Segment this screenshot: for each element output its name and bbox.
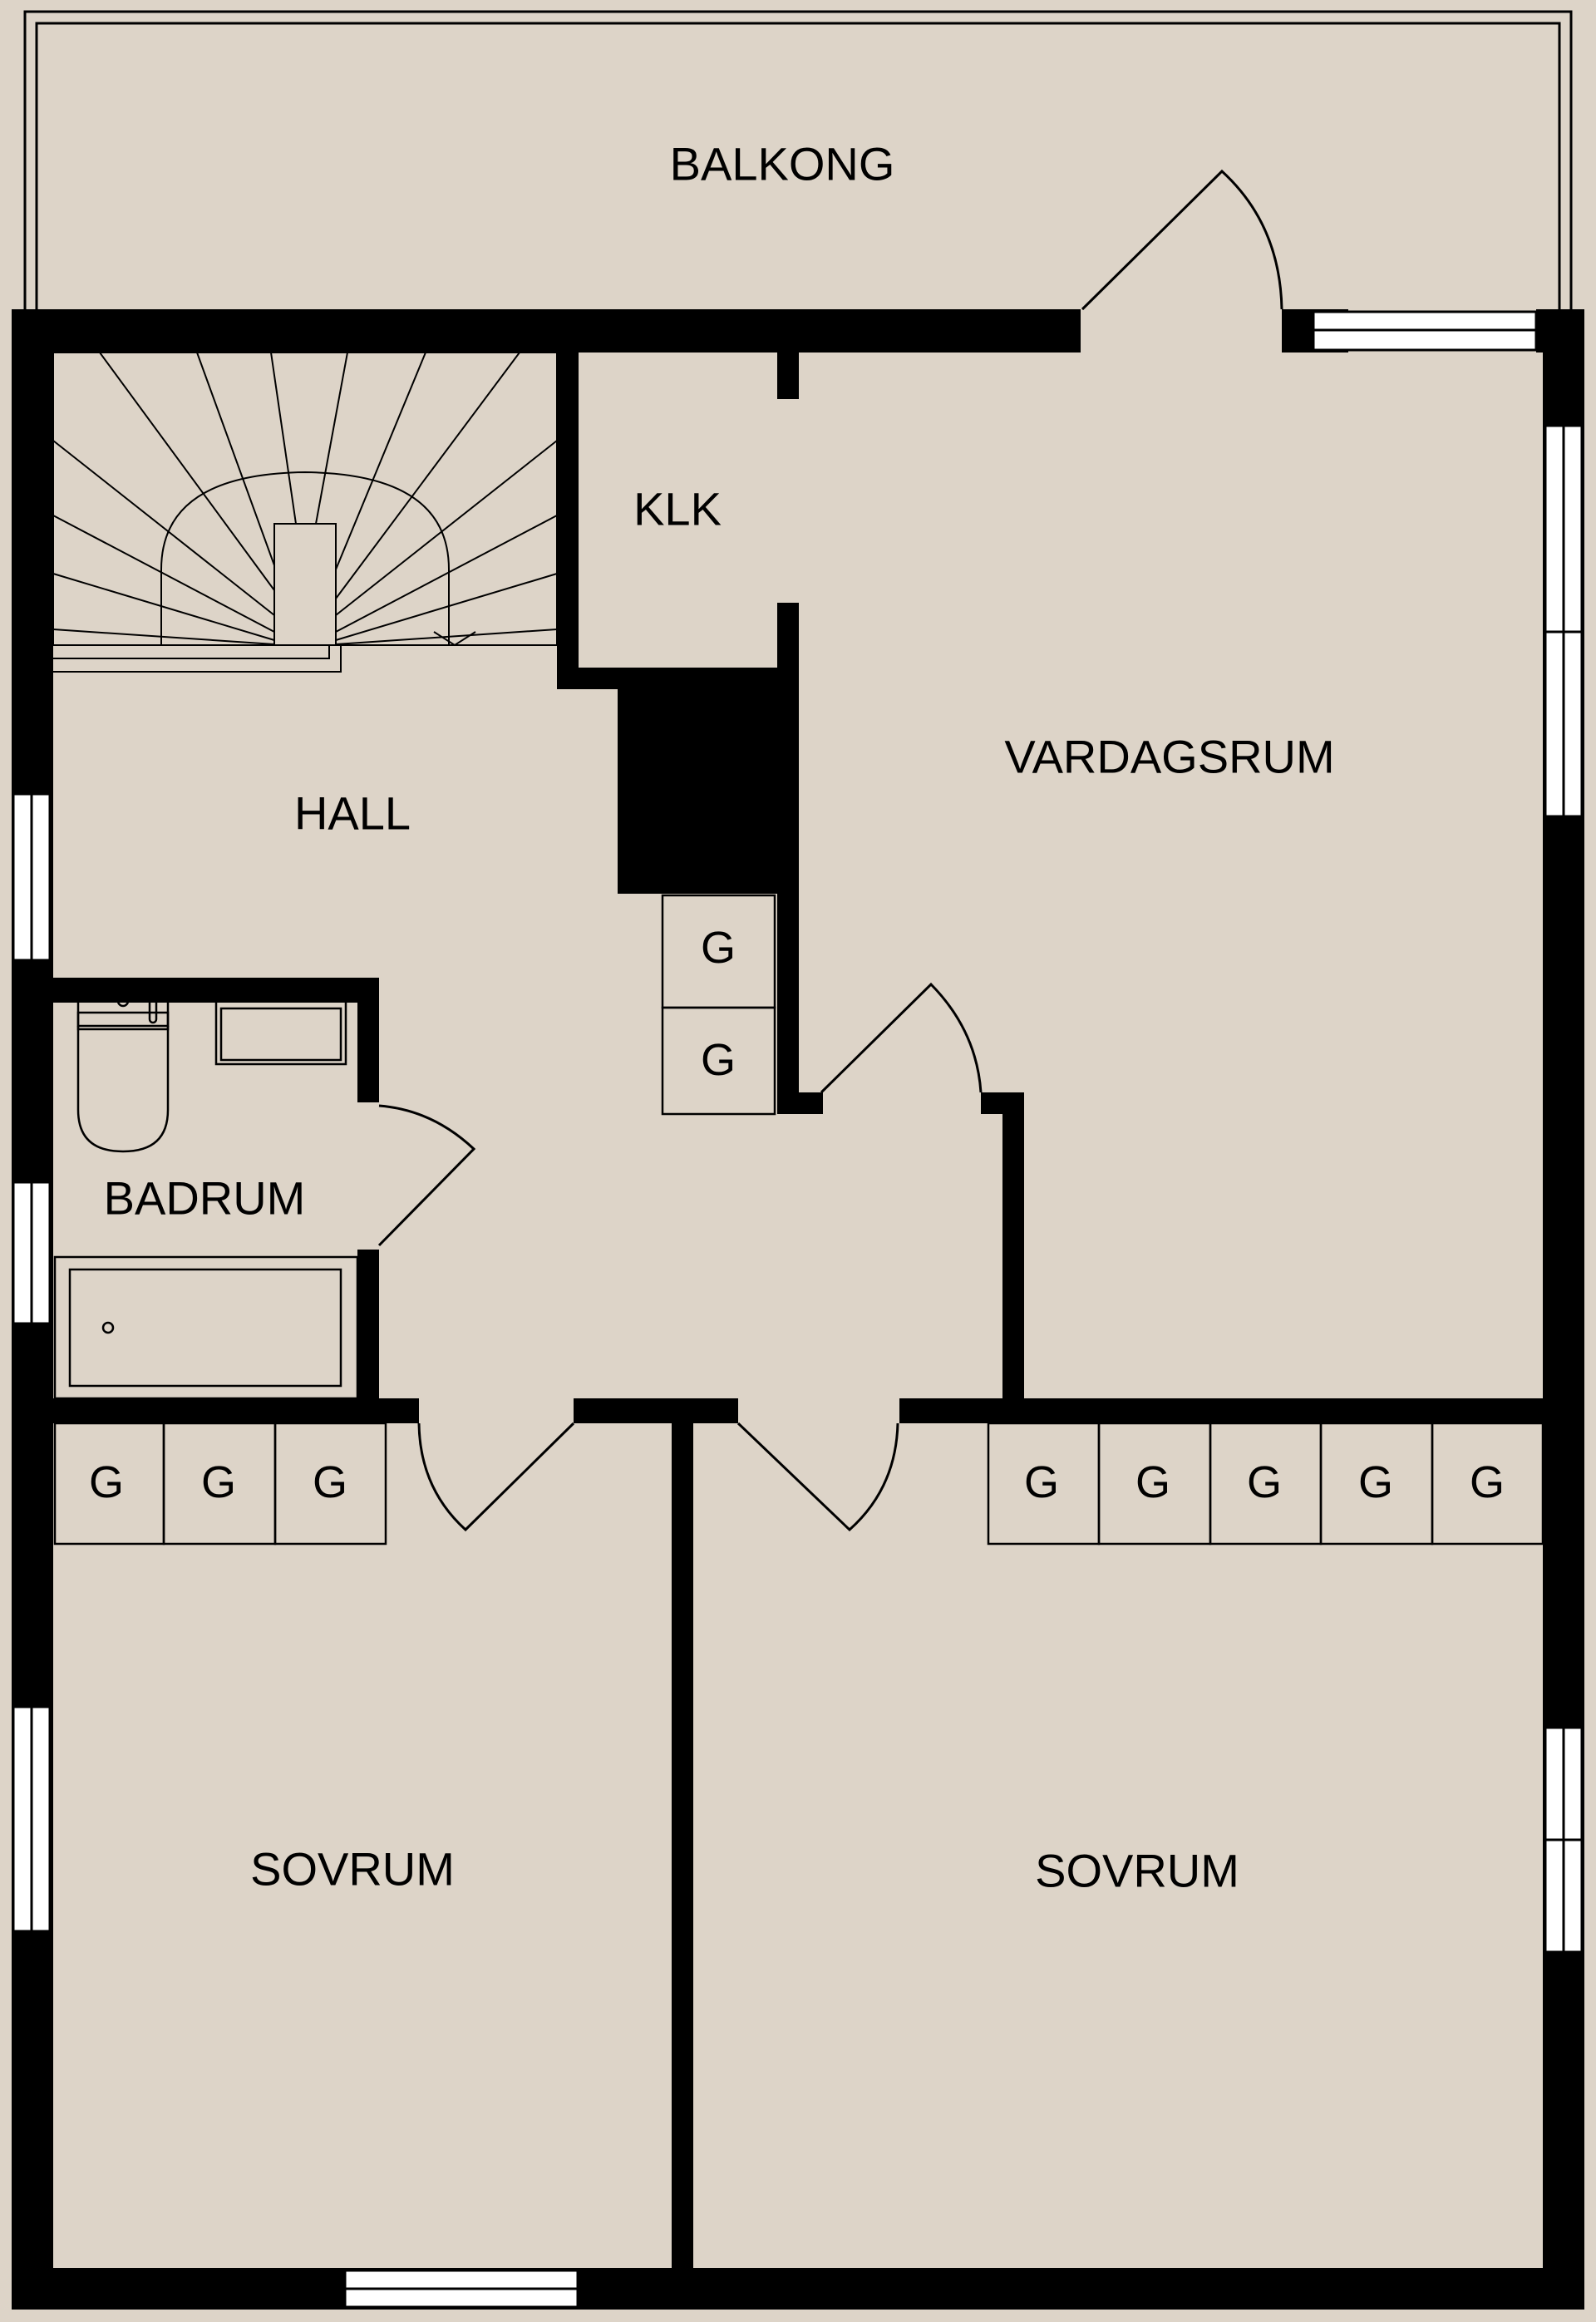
wardrobe-label: G: [1246, 1457, 1283, 1507]
wardrobe-label: G: [312, 1457, 348, 1507]
wardrobe-label: G: [700, 923, 736, 973]
room-label-balkong: BALKONG: [669, 137, 895, 190]
doors: [377, 169, 1283, 1532]
wardrobe-label: G: [1135, 1457, 1171, 1507]
room-label-sovrum-1: SOVRUM: [250, 1842, 455, 1896]
balcony-railing: [23, 10, 1573, 309]
room-label-hall: HALL: [293, 786, 411, 840]
bathroom-fixtures: [53, 988, 359, 1400]
room-label-klk: KLK: [633, 482, 722, 535]
wardrobe-label: G: [88, 1457, 125, 1507]
wardrobe-label: G: [1357, 1457, 1394, 1507]
windows: [12, 310, 1584, 2309]
wardrobe-label: G: [1023, 1457, 1060, 1507]
staircase: [52, 352, 558, 673]
wardrobe-label: G: [200, 1457, 237, 1507]
wardrobe-label: G: [1469, 1457, 1505, 1507]
wardrobes: [53, 894, 1544, 1546]
room-label-vardagsrum: VARDAGSRUM: [1004, 730, 1335, 783]
room-label-sovrum-2: SOVRUM: [1035, 1844, 1239, 1897]
room-label-badrum: BADRUM: [103, 1171, 306, 1225]
wardrobe-label: G: [700, 1035, 736, 1085]
